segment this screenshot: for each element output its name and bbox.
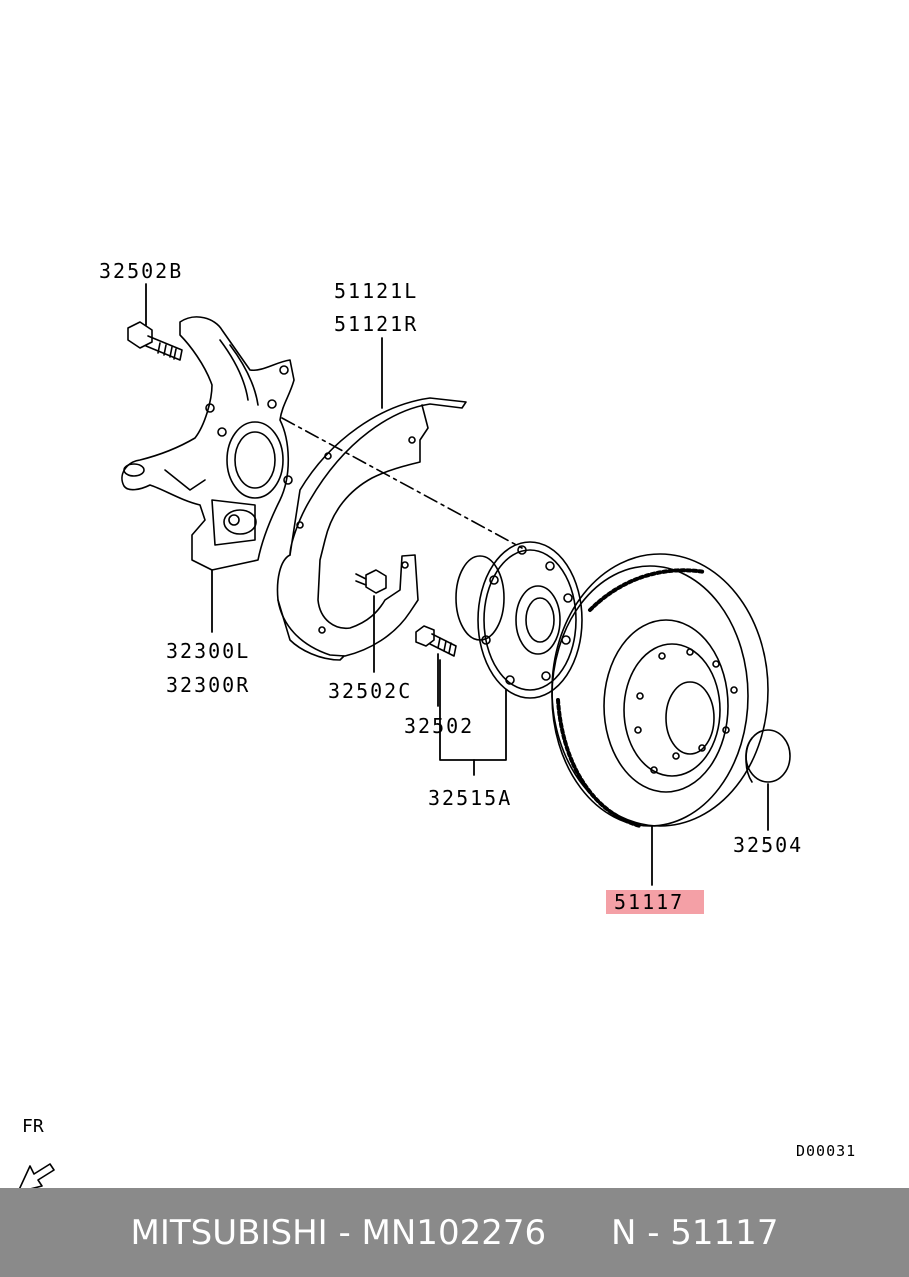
label-51121l: 51121L bbox=[334, 279, 419, 303]
parts-diagram bbox=[18, 283, 791, 1188]
label-32502c: 32502C bbox=[328, 679, 413, 703]
label-32502b: 32502B bbox=[99, 259, 184, 283]
hub-cap bbox=[745, 729, 791, 783]
bolt-32502b bbox=[127, 321, 183, 361]
alignment-line bbox=[281, 417, 523, 549]
label-51121r: 51121R bbox=[334, 312, 419, 336]
footer-ref: N - 51117 bbox=[610, 1212, 779, 1253]
label-32300r: 32300R bbox=[166, 673, 251, 697]
bolt-32502c bbox=[355, 569, 387, 594]
brake-rotor bbox=[551, 553, 769, 828]
label-51117-highlighted: 51117 bbox=[606, 890, 705, 914]
front-arrow-icon bbox=[18, 1163, 55, 1188]
hub-bolt-32502 bbox=[415, 625, 457, 657]
wheel-hub bbox=[455, 541, 583, 699]
steering-knuckle bbox=[121, 316, 295, 571]
label-32502: 32502 bbox=[404, 714, 475, 738]
dust-shield bbox=[276, 397, 467, 661]
label-32300l: 32300L bbox=[166, 639, 251, 663]
footer-gap bbox=[546, 1213, 611, 1253]
footer-bar: MITSUBISHI - MN102276 N - 51117 bbox=[0, 1188, 909, 1277]
diagram-code: D00031 bbox=[796, 1142, 857, 1160]
footer-brand: MITSUBISHI - MN102276 bbox=[130, 1212, 547, 1253]
leader-lines bbox=[145, 283, 769, 886]
label-32504: 32504 bbox=[733, 833, 804, 857]
label-32515a: 32515A bbox=[428, 786, 513, 810]
fr-label: FR bbox=[22, 1116, 44, 1137]
